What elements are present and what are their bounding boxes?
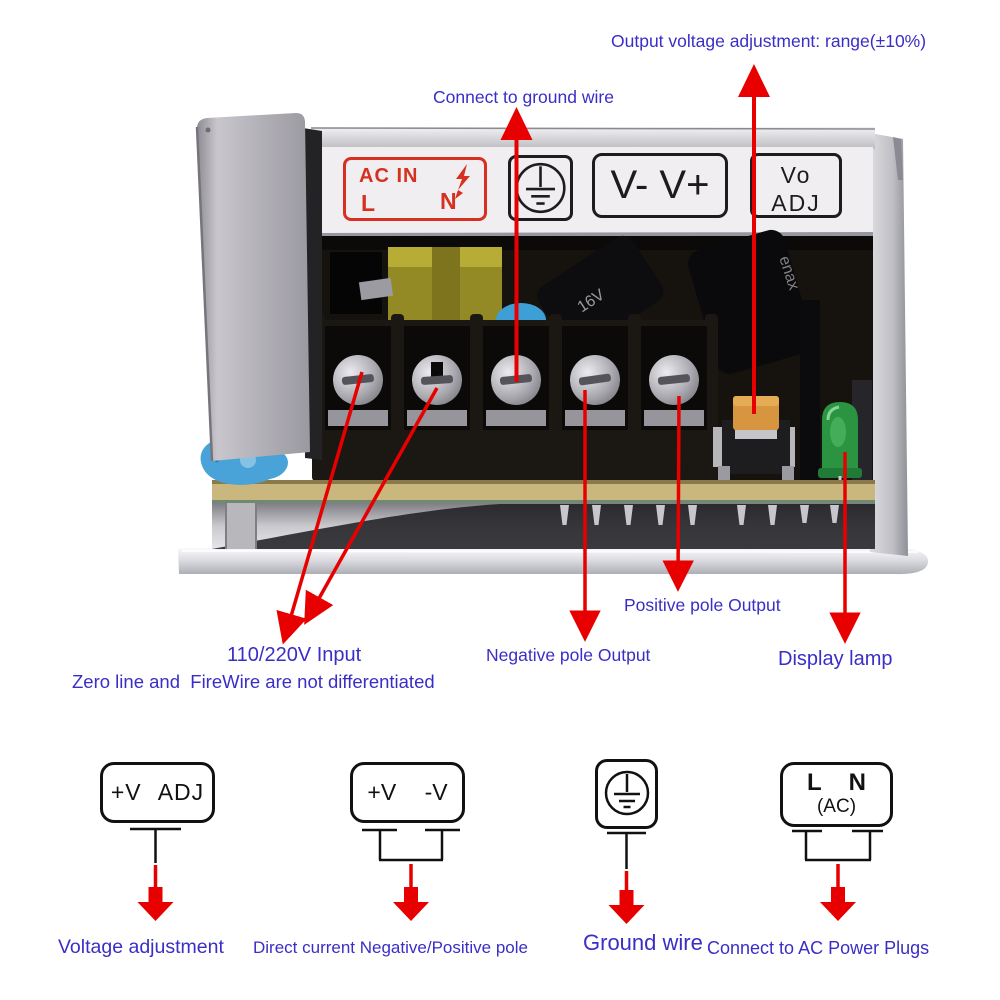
annotation-display-lamp: Display lamp — [778, 648, 893, 670]
panel-label-v-terminals: V- V+ — [592, 153, 728, 218]
capacitor: 16V — [537, 235, 664, 352]
legend-box-dc-poles-text: +V -V — [367, 779, 448, 805]
legend-box-ac: L N (AC) — [780, 762, 893, 827]
legend-box-ground — [595, 759, 658, 829]
arrow-input-line2 — [304, 387, 439, 625]
solder-pins — [560, 505, 839, 525]
led-display-lamp — [818, 402, 862, 502]
ac-line-text: L — [361, 190, 376, 216]
legend-arrows — [137, 887, 856, 924]
annotation-zero-line: Zero line and FireWire are not different… — [72, 671, 435, 692]
down-arrow-icon — [820, 887, 856, 921]
case-base — [212, 503, 875, 549]
v-terminals-text: V- V+ — [610, 163, 710, 207]
arrow-positive-output — [662, 395, 694, 592]
panel-label-ac-in: AC IN L N — [343, 157, 487, 221]
lightning-bolt-icon — [455, 164, 470, 199]
arrow-input-line1 — [276, 371, 364, 645]
ground-symbol-icon — [515, 162, 566, 214]
arrow-ground-terminal — [500, 107, 533, 382]
down-arrow-icon — [393, 887, 429, 921]
case-interior — [316, 236, 873, 486]
legend-label-ac-plugs: Connect to AC Power Plugs — [707, 938, 930, 958]
transformer — [388, 247, 502, 333]
annotation-output-adjust: Output voltage adjustment: range(±10%) — [611, 31, 927, 51]
annotation-negative-output: Negative pole Output — [486, 645, 651, 665]
case-right-wall — [870, 133, 908, 556]
adj-text: ADJ — [771, 189, 821, 216]
legend-ac-n-text: N — [848, 769, 866, 796]
legend-box-v-adj: +V ADJ — [100, 762, 215, 823]
down-arrow-icon — [137, 887, 174, 921]
legend-box-dc-poles: +V -V — [350, 762, 465, 823]
terminal-screw-v-plus — [649, 355, 699, 405]
legend-connectors — [130, 827, 883, 869]
legend-label-voltage-adjustment: Voltage adjustment — [58, 936, 224, 958]
ac-neutral-text: N — [440, 188, 457, 214]
blue-capacitor — [496, 303, 546, 337]
annotation-input-voltage: 110/220V Input — [227, 644, 362, 666]
down-arrow-icon — [608, 890, 645, 924]
legend-label-ground-wire: Ground wire — [583, 930, 703, 955]
legend-arrow-stems — [153, 864, 840, 890]
vo-text: Vo — [780, 162, 812, 188]
terminal-screw-ground — [491, 355, 541, 405]
capacitor-marking: 16V — [575, 286, 608, 316]
legend-box-v-adj-text: +V ADJ — [110, 779, 205, 805]
terminal-screw-v-minus — [570, 355, 620, 405]
legend-ac-text: (AC) — [816, 796, 857, 817]
ground-symbol-icon — [604, 770, 649, 816]
capacitor: enax — [688, 229, 813, 374]
voltage-potentiometer — [713, 396, 795, 480]
ac-in-text: AC IN — [359, 165, 419, 187]
legend-label-dc-poles: Direct current Negative/Positive pole — [253, 938, 528, 957]
annotation-positive-output: Positive pole Output — [624, 595, 781, 615]
panel-label-vo-adj: Vo ADJ — [750, 153, 842, 218]
terminal-block — [312, 314, 718, 482]
capacitor-brand-marking: enax — [775, 254, 802, 292]
blue-glue-blob — [200, 436, 288, 485]
case-top-edge — [311, 127, 875, 149]
pcb-edge — [212, 480, 875, 504]
terminal-screw-input-l — [333, 355, 383, 405]
case-left-flap — [195, 113, 310, 462]
legend-ac-l-text: L — [807, 769, 822, 796]
panel-label-ground — [508, 155, 573, 221]
arrow-output-adjust — [738, 64, 770, 414]
terminal-screw-input-n — [412, 355, 462, 405]
case-bottom-flange — [178, 548, 929, 575]
annotation-connect-ground: Connect to ground wire — [433, 87, 614, 107]
